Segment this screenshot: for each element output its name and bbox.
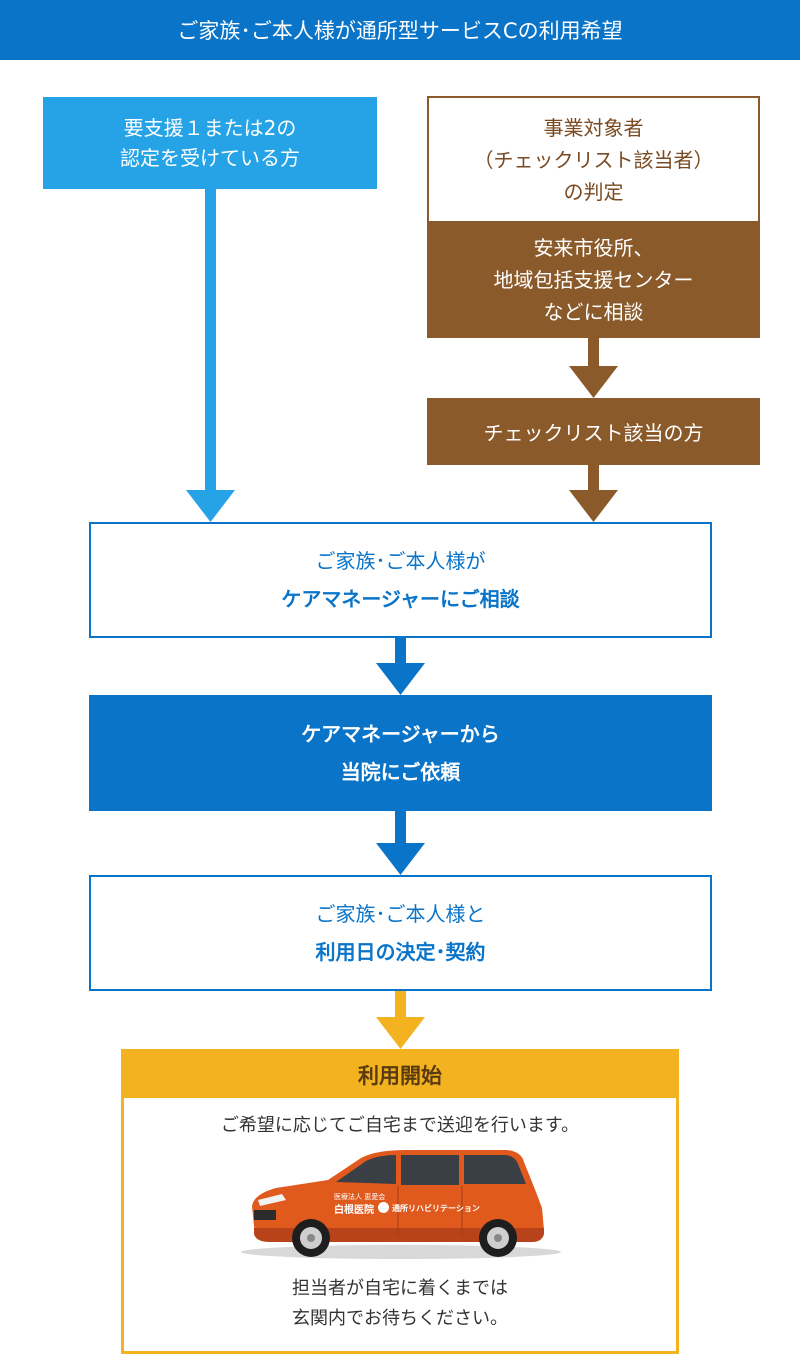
- consult-city-line2: 地域包括支援センター: [493, 267, 694, 292]
- start-of-use-title: 利用開始: [358, 1064, 442, 1088]
- wait-text: 担当者が自宅に着くまでは 玄関内でお待ちください。: [124, 1274, 676, 1334]
- consult-city-line1: 安来市役所、: [533, 235, 654, 260]
- hospital-logo-icon: [378, 1202, 389, 1213]
- business-target-box: 事業対象者 （チェックリスト該当者） の判定 安来市役所、 地域包括支援センター…: [427, 96, 760, 338]
- consult-line1: ご家族･ご本人様が: [315, 549, 486, 573]
- arrow-down-icon: [569, 338, 618, 398]
- contract-box: ご家族･ご本人様と 利用日の決定･契約: [89, 875, 712, 991]
- support-level-line1: 要支援１または2の: [123, 116, 297, 140]
- arrow-down-icon: [376, 811, 425, 875]
- business-target-line3: の判定: [563, 179, 624, 204]
- request-line2: 当院にご依頼: [340, 760, 461, 784]
- page-header: ご家族･ご本人様が通所型サービスCの利用希望: [0, 0, 800, 60]
- start-of-use-header: 利用開始: [124, 1052, 676, 1098]
- car-text-corporation: 医療法人 恵愛会: [334, 1193, 386, 1201]
- car-image: 医療法人 恵愛会 白根医院 通所リハビリテーション: [236, 1148, 566, 1263]
- pickup-line: ご希望に応じてご自宅まで送迎を行います。: [220, 1115, 580, 1136]
- care-manager-request-box: ケアマネージャーから 当院にご依頼: [89, 695, 712, 811]
- wait-line2: 玄関内でお待ちください。: [292, 1308, 508, 1329]
- request-line1: ケアマネージャーから: [301, 722, 500, 746]
- pickup-text: ご希望に応じてご自宅まで送迎を行います。: [124, 1108, 676, 1140]
- car-text-hospital: 白根医院: [334, 1205, 374, 1216]
- wait-line1: 担当者が自宅に着くまでは: [292, 1278, 508, 1299]
- checklist-applicable-box: チェックリスト該当の方: [427, 398, 760, 465]
- arrow-down-icon: [376, 638, 425, 695]
- consult-line2: ケアマネージャーにご相談: [281, 587, 520, 611]
- contract-line1: ご家族･ご本人様と: [315, 902, 486, 926]
- contract-line2: 利用日の決定･契約: [315, 940, 486, 964]
- consult-city-office: 安来市役所、 地域包括支援センター などに相談: [429, 221, 758, 338]
- consult-care-manager-box: ご家族･ご本人様が ケアマネージャーにご相談: [89, 522, 712, 638]
- header-title: ご家族･ご本人様が通所型サービスCの利用希望: [177, 19, 623, 43]
- business-target-judgement: 事業対象者 （チェックリスト該当者） の判定: [429, 98, 758, 221]
- start-of-use-box: 利用開始 ご希望に応じてご自宅まで送迎を行います。: [121, 1049, 679, 1354]
- car-text-service: 通所リハビリテーション: [392, 1204, 480, 1213]
- business-target-line1: 事業対象者: [543, 115, 644, 140]
- support-level-box: 要支援１または2の 認定を受けている方: [43, 97, 377, 189]
- business-target-line2: （チェックリスト該当者）: [473, 147, 714, 172]
- checklist-applicable-label: チェックリスト該当の方: [483, 421, 704, 445]
- support-level-line2: 認定を受けている方: [120, 146, 300, 170]
- consult-city-line3: などに相談: [543, 299, 644, 324]
- arrow-down-icon: [186, 189, 235, 522]
- arrow-down-icon: [376, 991, 425, 1049]
- arrow-down-icon: [569, 465, 618, 522]
